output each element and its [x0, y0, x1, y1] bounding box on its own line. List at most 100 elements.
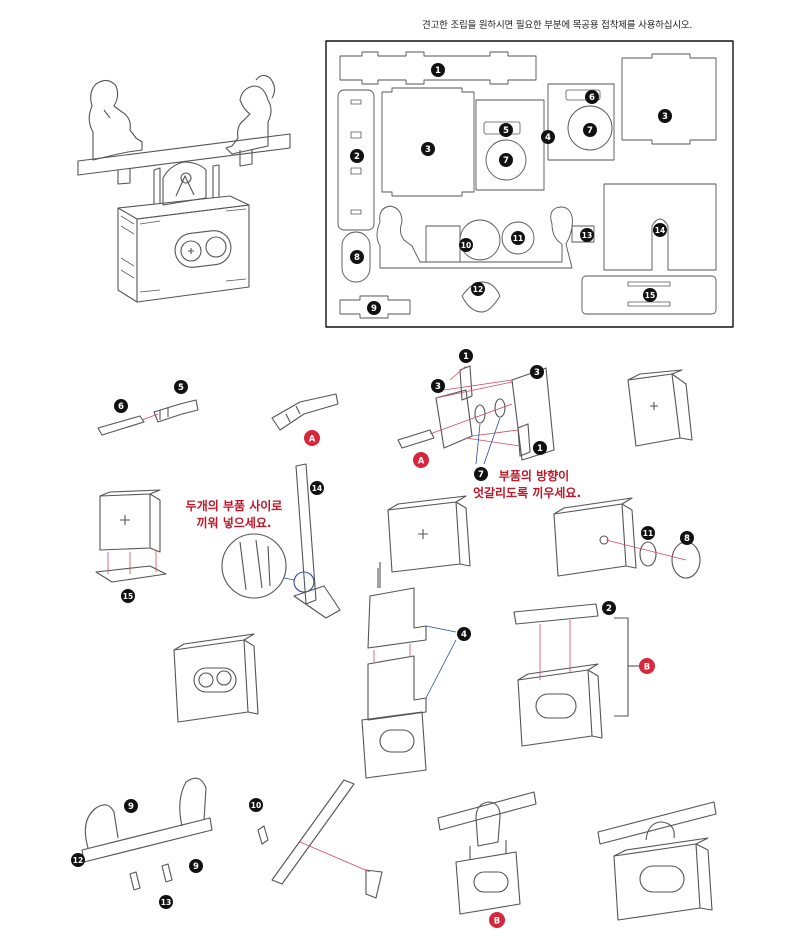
step-part-14-badge: 14 — [310, 481, 324, 495]
part-number-3-badge: 3 — [421, 142, 435, 156]
part-number-9-badge: 9 — [367, 301, 381, 315]
step-part-2-badge: 2 — [602, 601, 616, 615]
callout-b-badge: B — [639, 658, 655, 674]
tip-orientation-line1: 부품의 방향이 — [498, 469, 570, 483]
step-part-4 — [361, 562, 457, 779]
svg-text:3: 3 — [425, 145, 431, 155]
step-part-1-badge: 1 — [459, 349, 473, 363]
svg-text:7: 7 — [587, 126, 593, 136]
svg-text:10: 10 — [461, 241, 471, 250]
callout-b-badge: B — [489, 912, 505, 928]
part-number-6-badge: 6 — [585, 90, 599, 104]
step-open-box — [387, 495, 471, 573]
part-number-12-badge: 12 — [471, 282, 485, 296]
svg-text:1: 1 — [463, 352, 469, 362]
step-part-10-badge: 10 — [249, 798, 263, 812]
part-number-2-badge: 2 — [350, 149, 364, 163]
svg-text:15: 15 — [123, 592, 133, 601]
svg-text:3: 3 — [662, 112, 668, 122]
svg-text:11: 11 — [513, 234, 523, 243]
svg-text:4: 4 — [461, 630, 467, 640]
tip-orientation-line2: 엇갈리도록 끼우세요. — [472, 486, 582, 500]
svg-text:8: 8 — [684, 534, 690, 544]
step-join-6-5 — [97, 393, 339, 436]
part-number-13-badge: 13 — [580, 228, 594, 242]
step-closed-box — [173, 633, 259, 723]
svg-text:9: 9 — [371, 304, 377, 314]
svg-text:1: 1 — [435, 66, 441, 76]
glue-note: 견고한 조립을 원하시면 필요한 부분에 목공용 접착제를 사용하십시오. — [422, 20, 693, 31]
step-part-12-badge: 12 — [71, 853, 85, 867]
step-insert-14 — [221, 463, 341, 619]
step-part-15-badge: 15 — [121, 589, 135, 603]
step-part-13-badge: 13 — [159, 895, 173, 909]
step-part-5-badge: 5 — [174, 380, 188, 394]
svg-text:2: 2 — [606, 604, 612, 614]
callout-a-badge: A — [304, 430, 320, 446]
part-number-11-badge: 11 — [511, 231, 525, 245]
step-beam-9-12-13 — [81, 777, 213, 891]
svg-text:14: 14 — [312, 484, 322, 493]
part-number-10-badge: 10 — [459, 238, 473, 252]
step-part-6-badge: 6 — [114, 399, 128, 413]
svg-text:A: A — [418, 457, 425, 467]
svg-text:7: 7 — [503, 156, 509, 166]
step-add-11-8 — [553, 497, 701, 579]
svg-text:4: 4 — [545, 133, 551, 143]
svg-text:1: 1 — [537, 444, 543, 454]
svg-text:A: A — [309, 435, 316, 445]
finished-seesaw-toy — [77, 74, 291, 303]
step-part-3-badge: 3 — [530, 365, 544, 379]
svg-text:2: 2 — [354, 152, 360, 162]
tip-insert-line2: 끼워 넣으세요. — [196, 516, 272, 530]
step-beam-10 — [257, 779, 383, 899]
step-base-15 — [95, 489, 167, 583]
step-part-2 — [513, 603, 640, 747]
part-number-4-badge: 4 — [541, 130, 555, 144]
svg-text:B: B — [644, 663, 650, 673]
step-box-sides — [397, 365, 693, 465]
step-part-1-badge: 1 — [533, 441, 547, 455]
step-part-9-badge: 9 — [124, 799, 138, 813]
callout-a-badge: A — [413, 452, 429, 468]
svg-text:9: 9 — [128, 802, 134, 812]
svg-text:15: 15 — [645, 291, 655, 300]
svg-text:B: B — [494, 917, 500, 927]
step-part-7-badge: 7 — [474, 467, 488, 481]
parts-sheet — [325, 40, 734, 328]
svg-text:3: 3 — [534, 368, 540, 378]
part-number-5-badge: 5 — [499, 123, 513, 137]
part-number-1-badge: 1 — [431, 63, 445, 77]
svg-text:7: 7 — [478, 470, 484, 480]
step-part-4-badge: 4 — [457, 627, 471, 641]
svg-text:14: 14 — [655, 226, 665, 235]
badge-layer: 1233456778910111213141565133171415118429… — [71, 63, 694, 928]
step-final-toy — [597, 801, 717, 921]
step-part-11-badge: 11 — [641, 526, 655, 540]
svg-text:6: 6 — [589, 93, 595, 103]
step-fit-seesaw — [437, 791, 537, 915]
svg-text:13: 13 — [161, 898, 171, 907]
svg-text:8: 8 — [354, 253, 360, 263]
tip-insert-line1: 두개의 부품 사이로 — [185, 499, 283, 513]
svg-text:11: 11 — [643, 529, 653, 538]
tip-insert-between: 두개의 부품 사이로 끼워 넣으세요. — [176, 498, 292, 532]
tip-orientation: 부품의 방향이 엇갈리도록 끼우세요. — [452, 468, 602, 502]
svg-text:5: 5 — [503, 126, 509, 136]
step-part-9-badge: 9 — [189, 859, 203, 873]
svg-text:12: 12 — [73, 856, 83, 865]
part-number-14-badge: 14 — [653, 223, 667, 237]
svg-text:6: 6 — [118, 402, 124, 412]
part-number-3-badge: 3 — [658, 109, 672, 123]
svg-text:3: 3 — [435, 382, 441, 392]
svg-text:10: 10 — [251, 801, 261, 810]
part-number-7-badge: 7 — [499, 153, 513, 167]
svg-text:9: 9 — [193, 862, 199, 872]
svg-text:5: 5 — [178, 383, 184, 393]
part-number-7-badge: 7 — [583, 123, 597, 137]
part-number-15-badge: 15 — [643, 288, 657, 302]
part-number-8-badge: 8 — [350, 250, 364, 264]
parts-sheet-frame — [325, 40, 734, 328]
